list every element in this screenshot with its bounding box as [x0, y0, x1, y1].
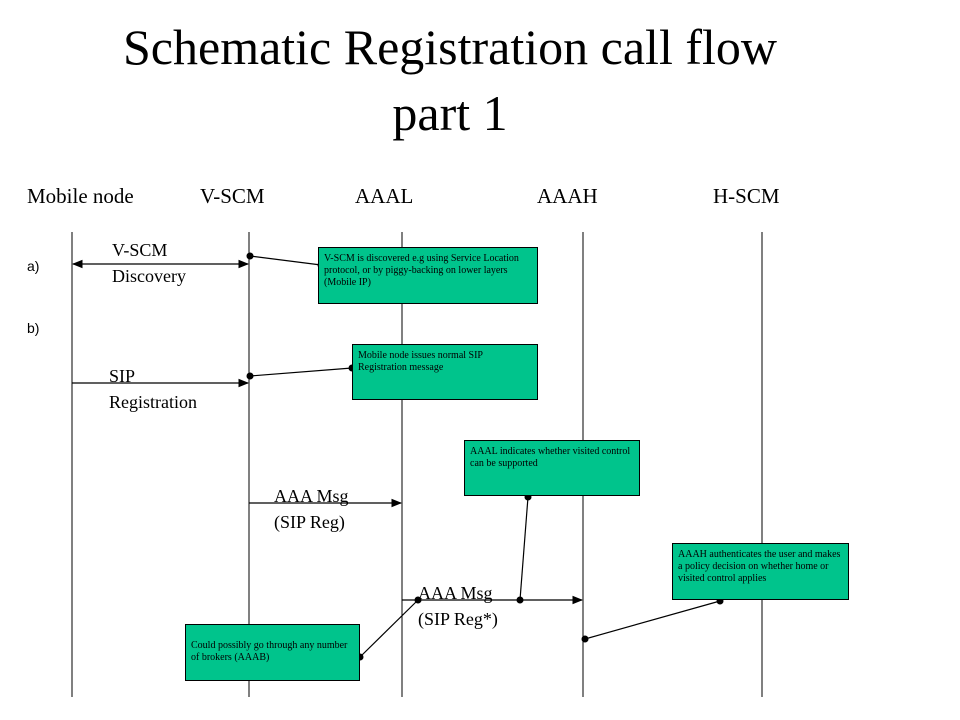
connector-dot [246, 372, 254, 380]
connector-brokers [359, 599, 419, 658]
message-aaa-msg-1: AAA Msg (SIP Reg) [274, 483, 349, 535]
note-mobile-issues: Mobile node issues normal SIP Registrati… [352, 344, 538, 400]
message-line: AAA Msg [418, 583, 493, 603]
note-vscm-discovered: V-SCM is discovered e.g using Service Lo… [318, 247, 538, 304]
title-line-1: Schematic Registration call flow [123, 19, 777, 75]
step-a-label: a) [27, 258, 40, 274]
entity-aaal: AAAL [355, 184, 414, 208]
message-line: (SIP Reg*) [418, 609, 498, 629]
note-aaal-indicates: AAAL indicates whether visited control c… [464, 440, 640, 496]
note-brokers: Could possibly go through any number of … [185, 624, 360, 681]
connector-vscm-discovered [249, 255, 322, 266]
entity-v-scm: V-SCM [200, 184, 265, 208]
message-line: V-SCM [112, 240, 168, 260]
title-line-2: part 1 [392, 85, 508, 141]
message-line: Registration [109, 392, 197, 412]
entity-mobile-node: Mobile node [27, 184, 134, 208]
message-line: Discovery [112, 266, 186, 286]
message-line: SIP [109, 366, 136, 386]
connector-aaal-indicates [519, 496, 529, 601]
connector-dot [246, 252, 254, 260]
connector-aaah-authenticates [584, 600, 721, 640]
connector-dot [414, 596, 422, 604]
message-sip-registration: SIP Registration [109, 363, 197, 415]
connector-dot [581, 635, 589, 643]
message-line: AAA Msg [274, 486, 349, 506]
entity-aaah: AAAH [537, 184, 598, 208]
page-title: Schematic Registration call flow part 1 [0, 14, 900, 146]
step-b-label: b) [27, 320, 40, 336]
connector-dot [516, 596, 524, 604]
message-aaa-msg-2: AAA Msg (SIP Reg*) [418, 580, 498, 632]
entity-h-scm: H-SCM [713, 184, 780, 208]
connector-mobile-issues [249, 367, 353, 377]
note-aaah-authenticates: AAAH authenticates the user and makes a … [672, 543, 849, 600]
message-vscm-discovery: V-SCM Discovery [112, 237, 186, 289]
message-line: (SIP Reg) [274, 512, 345, 532]
